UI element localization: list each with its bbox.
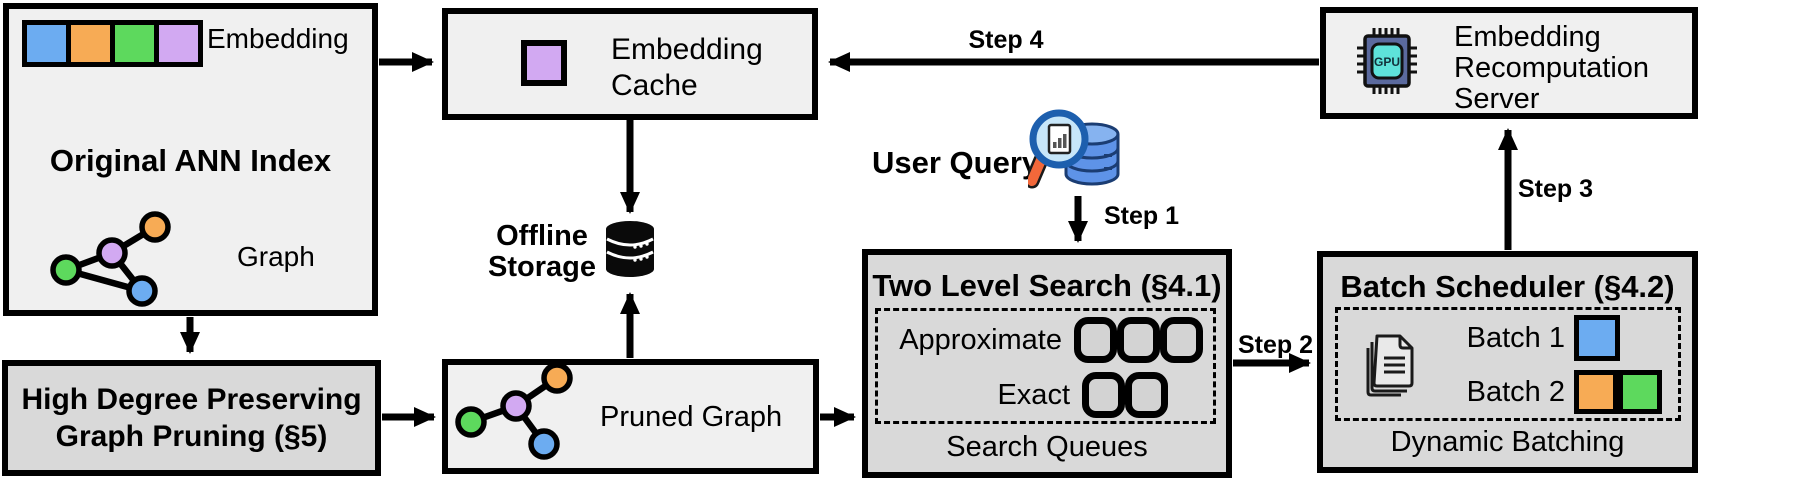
embedding-label: Embedding <box>207 23 349 54</box>
pruned-graph-label: Pruned Graph <box>600 401 783 433</box>
embedding-cache-label: Embedding Cache <box>611 32 763 104</box>
dynamic-batching-panel: Batch 1 Batch 2 <box>1335 307 1681 421</box>
batch1-row: Batch 1 <box>1450 315 1620 361</box>
search-queues-caption: Search Queues <box>946 431 1148 463</box>
server-label-line3: Server <box>1454 83 1540 115</box>
embedding-cache-box: Embedding Cache <box>442 8 818 120</box>
queue-slot <box>1160 317 1203 363</box>
database-icon <box>606 221 654 277</box>
embedding-cell-orange <box>71 25 110 62</box>
embedding-cell-purple <box>159 25 198 62</box>
approximate-label: Approximate <box>899 323 1062 356</box>
original-ann-title: Original ANN Index <box>49 143 332 178</box>
query-search-icon <box>1028 109 1120 189</box>
approximate-slots <box>1074 317 1203 363</box>
pruned-graph-box: Pruned Graph <box>442 359 819 474</box>
original-ann-index-box: Embedding Original ANN Index Graph <box>3 3 378 316</box>
gpu-chip-icon: GPU <box>1357 28 1417 94</box>
exact-label: Exact <box>997 378 1070 411</box>
batch2-row: Batch 2 <box>1450 370 1662 414</box>
embedding-cell-green <box>115 25 154 62</box>
queue-slot <box>1125 372 1168 418</box>
server-label-line1: Embedding <box>1454 21 1601 53</box>
graph-pruning-title-line2: Graph Pruning (§5) <box>55 420 328 453</box>
embedding-vector-strip <box>22 20 203 67</box>
search-queues-panel: Approximate Exact <box>875 308 1216 424</box>
queue-slot <box>1082 372 1125 418</box>
documents-icon <box>1366 334 1414 397</box>
graph-label: Graph <box>237 241 315 272</box>
batch1-cell-blue <box>1574 315 1620 361</box>
dynamic-batching-caption: Dynamic Batching <box>1390 426 1625 458</box>
recomputation-server-box: GPU Embedding Recomputation Server <box>1320 7 1698 119</box>
exact-queue-row: Exact <box>884 372 1203 418</box>
batch2-cell-green <box>1618 370 1662 414</box>
embedding-cell-blue <box>27 25 66 62</box>
batch-scheduler-title: Batch Scheduler (§4.2) <box>1340 269 1675 304</box>
step2-label: Step 2 <box>1238 331 1314 359</box>
two-level-search-box: Two Level Search (§4.1) Approximate Exac… <box>862 249 1232 478</box>
server-label-line2: Recomputation <box>1454 52 1650 84</box>
embedding-cache-label-line1: Embedding <box>611 33 763 66</box>
pruned-graph-icon <box>455 365 573 460</box>
graph-pruning-box: High Degree Preserving Graph Pruning (§5… <box>2 360 381 476</box>
offline-storage-label-line2: Storage <box>488 251 596 283</box>
queue-slot <box>1074 317 1117 363</box>
batch2-label: Batch 2 <box>1466 375 1565 408</box>
graph-icon <box>50 211 171 307</box>
exact-slots <box>1082 372 1168 418</box>
batch1-label: Batch 1 <box>1466 321 1565 354</box>
batch2-cell-orange <box>1574 370 1618 414</box>
approximate-queue-row: Approximate <box>884 317 1203 363</box>
offline-storage-label-line1: Offline <box>496 220 588 252</box>
batch-scheduler-box: Batch Scheduler (§4.2) Batch 1 Batch 2 <box>1317 251 1698 473</box>
offline-storage-label: Offline Storage <box>486 221 598 283</box>
step4-label: Step 4 <box>968 26 1044 54</box>
cached-embedding-square <box>521 40 567 86</box>
step3-label: Step 3 <box>1518 175 1594 203</box>
embedding-cache-label-line2: Cache <box>611 69 698 102</box>
step1-label: Step 1 <box>1104 202 1180 230</box>
recomputation-server-label: Embedding Recomputation Server <box>1454 22 1649 115</box>
graph-pruning-title-line1: High Degree Preserving <box>21 383 362 416</box>
queue-slot <box>1117 317 1160 363</box>
gpu-chip-label: GPU <box>1374 55 1400 69</box>
two-level-search-title: Two Level Search (§4.1) <box>872 268 1222 303</box>
user-query-label: User Query <box>872 145 1040 180</box>
